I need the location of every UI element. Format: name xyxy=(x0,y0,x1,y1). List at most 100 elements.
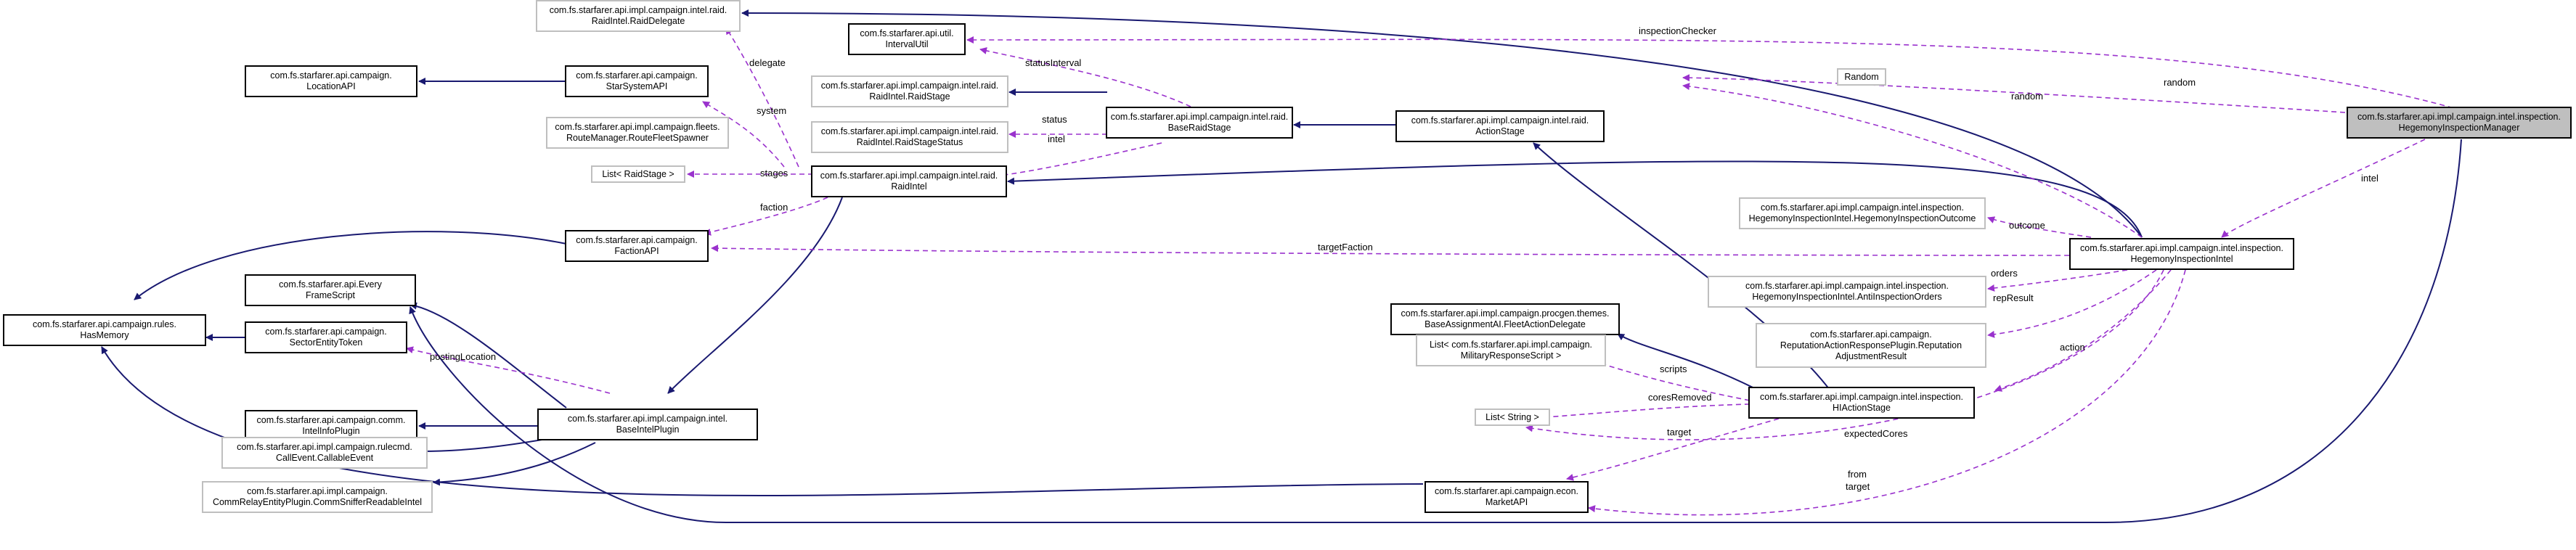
node-interval-util[interactable]: com.fs.starfarer.api.util. IntervalUtil xyxy=(848,23,966,55)
edge-hegemony-intel-to-raid-delegate xyxy=(741,9,2143,238)
node-line: HegemonyInspectionIntel.AntiInspectionOr… xyxy=(1752,292,1942,302)
edge-hi-action-stage-to-fleet-action-delegate xyxy=(1617,333,1765,394)
node-line: BaseRaidStage xyxy=(1167,123,1231,133)
node-star-system-api[interactable]: com.fs.starfarer.api.campaign. StarSyste… xyxy=(565,65,709,97)
node-line: com.fs.starfarer.api.impl.campaign.intel… xyxy=(820,171,998,181)
node-line: MilitaryResponseScript > xyxy=(1460,350,1562,361)
node-random[interactable]: Random xyxy=(1837,68,1886,86)
label-target-action: target xyxy=(1667,427,1692,438)
node-line: com.fs.starfarer.api.campaign. xyxy=(265,327,387,337)
node-line: FactionAPI xyxy=(614,246,659,256)
node-line: RaidIntel.RaidStage xyxy=(869,91,950,102)
node-hi-action-stage[interactable]: com.fs.starfarer.api.impl.campaign.intel… xyxy=(1748,387,1975,419)
node-every-frame-script[interactable]: com.fs.starfarer.api.Every FrameScript xyxy=(245,274,416,306)
node-raid-stage-status[interactable]: com.fs.starfarer.api.impl.campaign.intel… xyxy=(811,121,1008,153)
edge-raid-intel-to-raid-delegate xyxy=(725,27,799,168)
node-line: com.fs.starfarer.api.impl.campaign.rulec… xyxy=(237,442,412,452)
node-line: Random xyxy=(1844,71,1879,82)
label-faction: faction xyxy=(760,202,788,213)
node-reputation-adjustment-result[interactable]: com.fs.starfarer.api.campaign. Reputatio… xyxy=(1756,323,1986,368)
node-raid-delegate[interactable]: com.fs.starfarer.api.impl.campaign.intel… xyxy=(536,0,741,32)
label-from: from xyxy=(1848,469,1867,480)
node-inspection-outcome[interactable]: com.fs.starfarer.api.impl.campaign.intel… xyxy=(1739,197,1986,229)
node-faction-api[interactable]: com.fs.starfarer.api.campaign. FactionAP… xyxy=(565,230,709,262)
node-line: com.fs.starfarer.api.impl.campaign.intel… xyxy=(567,414,728,424)
node-line: RaidIntel xyxy=(891,181,927,192)
label-intel-raid: intel xyxy=(1048,134,1065,144)
label-random-intel: random xyxy=(2011,91,2043,102)
label-rep-result: repResult xyxy=(1993,292,2034,303)
node-line: com.fs.starfarer.api.campaign.comm. xyxy=(256,415,406,425)
node-military-response-script[interactable]: List< com.fs.starfarer.api.impl.campaign… xyxy=(1416,334,1606,366)
node-market-api[interactable]: com.fs.starfarer.api.campaign.econ. Mark… xyxy=(1424,481,1589,513)
node-action-stage[interactable]: com.fs.starfarer.api.impl.campaign.intel… xyxy=(1395,110,1605,142)
node-line: HasMemory xyxy=(80,330,129,340)
node-line: RaidIntel.RaidStageStatus xyxy=(856,137,963,147)
label-status-interval: statusInterval xyxy=(1025,57,1081,68)
node-raid-stage[interactable]: com.fs.starfarer.api.impl.campaign.intel… xyxy=(811,75,1008,107)
node-hegemony-inspection-manager[interactable]: com.fs.starfarer.api.impl.campaign.intel… xyxy=(2347,107,2572,139)
node-line: LocationAPI xyxy=(306,81,356,91)
node-fleet-action-delegate[interactable]: com.fs.starfarer.api.impl.campaign.procg… xyxy=(1390,303,1620,335)
node-line: com.fs.starfarer.api.impl.campaign.intel… xyxy=(1761,202,1964,213)
node-line: com.fs.starfarer.api.impl.campaign.fleet… xyxy=(555,122,720,132)
node-line: HIActionStage xyxy=(1833,403,1891,413)
node-list-raid-stage[interactable]: List< RaidStage > xyxy=(591,165,685,183)
edge-hegemony-intel-to-raid-intel xyxy=(1007,160,2143,238)
node-has-memory[interactable]: com.fs.starfarer.api.campaign.rules. Has… xyxy=(3,314,206,346)
node-line: com.fs.starfarer.api.impl.campaign. xyxy=(247,486,388,496)
node-line: com.fs.starfarer.api.util. xyxy=(860,28,954,38)
label-status: status xyxy=(1042,114,1067,125)
edge-hegemony-intel-to-orders xyxy=(1987,269,2128,292)
edge-base-raid-stage-to-raid-intel xyxy=(994,142,1162,179)
node-line: com.fs.starfarer.api.impl.campaign.intel… xyxy=(1411,115,1589,126)
node-line: com.fs.starfarer.api.impl.campaign.intel… xyxy=(1760,392,1963,402)
node-route-fleet-spawner[interactable]: com.fs.starfarer.api.impl.campaign.fleet… xyxy=(546,117,729,149)
node-line: com.fs.starfarer.api.impl.campaign.intel… xyxy=(820,81,999,91)
label-posting-location: postingLocation xyxy=(430,351,496,362)
node-line: StarSystemAPI xyxy=(606,81,668,91)
node-line: com.fs.starfarer.api.campaign. xyxy=(576,235,698,245)
edge-base-intel-plugin-to-comm-sniffer xyxy=(433,442,596,486)
node-base-intel-plugin[interactable]: com.fs.starfarer.api.impl.campaign.intel… xyxy=(537,409,758,440)
edge-manager-to-random xyxy=(1682,74,2346,113)
node-line: ActionStage xyxy=(1475,126,1525,136)
node-sector-entity-token[interactable]: com.fs.starfarer.api.campaign. SectorEnt… xyxy=(245,321,407,353)
edge-hi-action-stage-to-list-string xyxy=(1525,403,1750,422)
edge-hegemony-intel-to-random xyxy=(1682,83,2143,238)
node-list-string[interactable]: List< String > xyxy=(1475,409,1550,426)
node-line: HegemonyInspectionManager xyxy=(2398,123,2520,133)
node-anti-inspection-orders[interactable]: com.fs.starfarer.api.impl.campaign.intel… xyxy=(1708,276,1986,308)
edge-hegemony-intel-to-faction xyxy=(711,245,2070,256)
label-outcome: outcome xyxy=(2009,220,2045,231)
node-comm-sniffer[interactable]: com.fs.starfarer.api.impl.campaign. Comm… xyxy=(202,481,433,513)
node-line: List< com.fs.starfarer.api.impl.campaign… xyxy=(1429,340,1593,350)
node-hegemony-inspection-intel[interactable]: com.fs.starfarer.api.impl.campaign.intel… xyxy=(2069,238,2294,270)
node-intel-info-plugin[interactable]: com.fs.starfarer.api.campaign.comm. Inte… xyxy=(245,410,417,442)
node-line: RaidIntel.RaidDelegate xyxy=(591,16,685,26)
edge-raid-intel-to-faction xyxy=(704,197,828,236)
edge-manager-to-hegemony-intel xyxy=(2221,139,2426,238)
node-location-api[interactable]: com.fs.starfarer.api.campaign. LocationA… xyxy=(245,65,417,97)
node-raid-intel[interactable]: com.fs.starfarer.api.impl.campaign.intel… xyxy=(811,165,1007,197)
node-line: com.fs.starfarer.api.impl.campaign.intel… xyxy=(1745,281,1949,291)
node-line: com.fs.starfarer.api.campaign.econ. xyxy=(1434,486,1578,496)
node-line: com.fs.starfarer.api.impl.campaign.intel… xyxy=(820,126,999,136)
edge-hegemony-intel-to-rep-result xyxy=(1987,269,2157,338)
node-line: HegemonyInspectionIntel.HegemonyInspecti… xyxy=(1748,213,1976,223)
label-target-faction: targetFaction xyxy=(1318,242,1373,253)
node-line: com.fs.starfarer.api.campaign. xyxy=(576,70,698,81)
label-scripts: scripts xyxy=(1660,364,1687,374)
node-line: List< String > xyxy=(1485,411,1539,422)
node-line: HegemonyInspectionIntel xyxy=(2130,254,2233,264)
label-intel-manager: intel xyxy=(2361,173,2379,184)
label-expected-cores: expectedCores xyxy=(1844,428,1908,439)
edge-hegemony-intel-to-hi-action-stage xyxy=(1994,269,2172,392)
edge-base-intel-plugin-to-every-frame-script xyxy=(409,302,567,409)
node-line: com.fs.starfarer.api.campaign.rules. xyxy=(33,319,176,329)
edge-manager-to-interval-util xyxy=(966,36,2462,111)
node-base-raid-stage[interactable]: com.fs.starfarer.api.impl.campaign.intel… xyxy=(1106,107,1293,139)
node-callable-event[interactable]: com.fs.starfarer.api.impl.campaign.rulec… xyxy=(221,437,428,469)
node-line: com.fs.starfarer.api.Every xyxy=(279,279,382,290)
node-line: IntelInfoPlugin xyxy=(302,426,360,436)
